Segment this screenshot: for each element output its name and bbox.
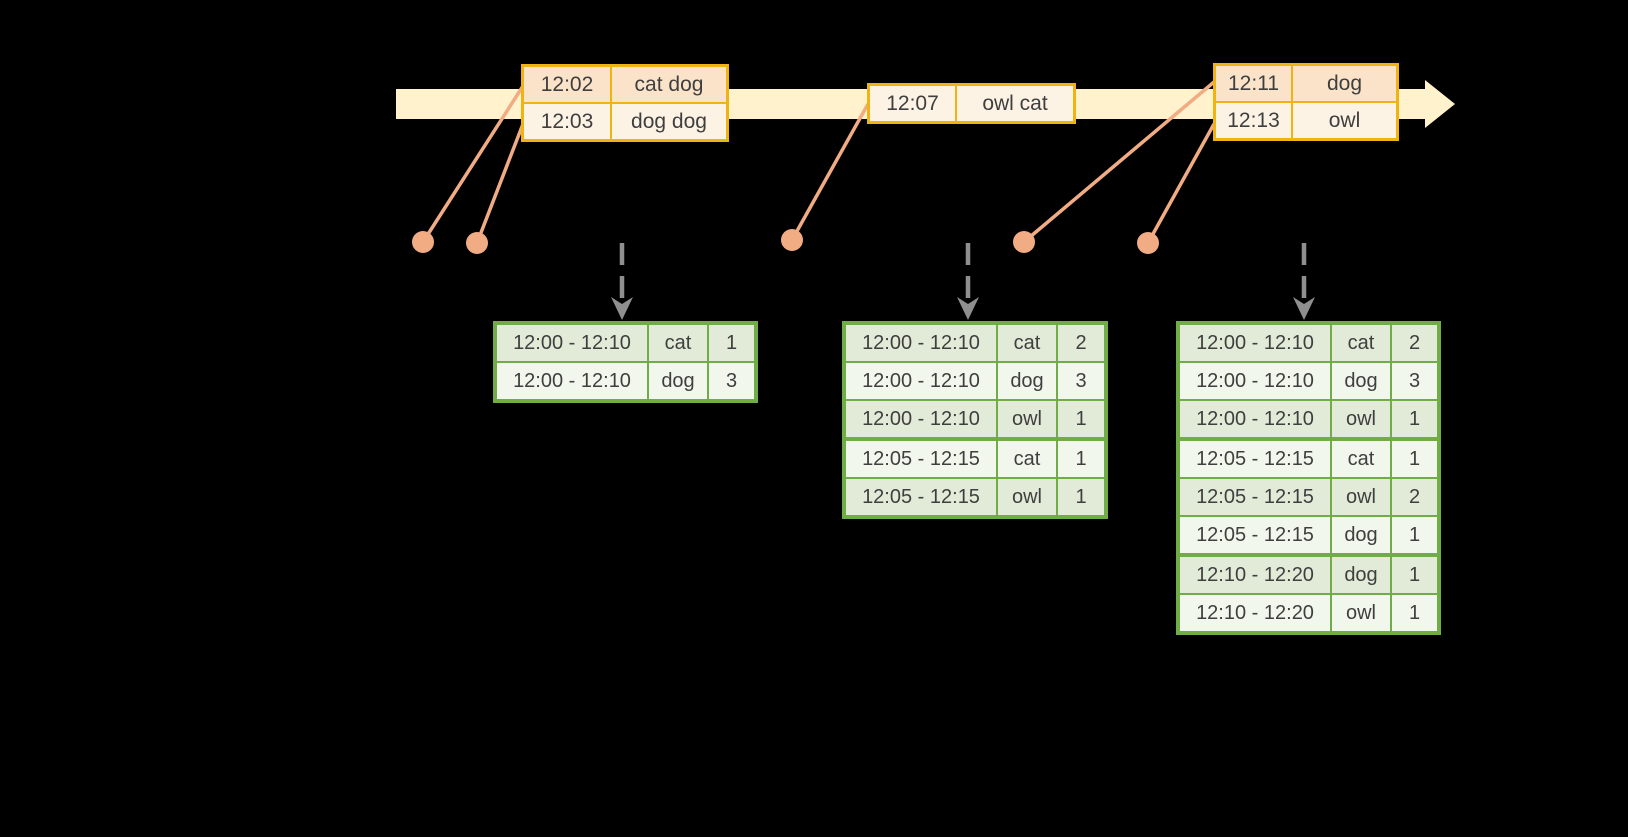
trigger-arrow-head [1293,297,1315,320]
trigger-arrow-head [611,297,633,320]
table-cell: 1 [707,325,754,361]
table-cell: cat dog [610,67,726,102]
event-connector-line [790,103,870,241]
trigger-arrow-head [957,297,979,320]
table-cell: dog [1330,557,1390,593]
table-cell: 1 [1056,441,1104,477]
table-cell: 1 [1390,595,1437,631]
event-time-dot [1137,232,1159,254]
table-cell: 2 [1390,325,1437,361]
table-cell: dog [1291,66,1396,101]
table-cell: dog dog [610,104,726,139]
table-cell: 1 [1056,401,1104,437]
table-cell: 2 [1056,325,1104,361]
table-cell: 3 [1390,363,1437,399]
table-cell: 1 [1056,479,1104,515]
table-cell: 1 [1390,441,1437,477]
table-cell: 12:10 - 12:20 [1180,557,1330,593]
table-cell: cat [1330,441,1390,477]
table-cell: 12:10 - 12:20 [1180,595,1330,631]
event-connector-line [475,123,525,244]
table-cell: 12:00 - 12:10 [846,363,996,399]
table-cell: owl [1291,103,1396,138]
table-cell: 3 [1056,363,1104,399]
table-cell: owl [1330,479,1390,515]
table-cell: 12:02 [524,67,610,102]
table-cell: dog [1330,517,1390,553]
table-cell: 12:00 - 12:10 [497,325,647,361]
event-time-dot [466,232,488,254]
table-cell: 12:05 - 12:15 [846,479,996,515]
table-cell: 12:05 - 12:15 [1180,479,1330,515]
table-cell: 12:00 - 12:10 [1180,363,1330,399]
event-time-dot [412,231,434,253]
table-cell: owl cat [955,86,1073,121]
table-cell: 1 [1390,517,1437,553]
table-cell: 12:07 [870,86,955,121]
event-connector-line [1022,80,1216,244]
table-cell: 12:03 [524,104,610,139]
table-cell: dog [996,363,1056,399]
table-cell: 12:00 - 12:10 [1180,325,1330,361]
table-cell: dog [1330,363,1390,399]
table-cell: 1 [1390,401,1437,437]
table-cell: 2 [1390,479,1437,515]
table-cell: cat [647,325,707,361]
table-cell: 3 [707,363,754,399]
table-cell: dog [647,363,707,399]
table-cell: 12:13 [1216,103,1291,138]
table-cell: owl [1330,595,1390,631]
table-cell: 12:05 - 12:15 [846,441,996,477]
table-cell: cat [996,441,1056,477]
table-cell: 12:00 - 12:10 [846,325,996,361]
table-cell: 12:00 - 12:10 [1180,401,1330,437]
table-cell: 12:05 - 12:15 [1180,517,1330,553]
table-cell: owl [1330,401,1390,437]
event-connector-line [421,85,525,243]
table-cell: 12:05 - 12:15 [1180,441,1330,477]
event-time-dot [1013,231,1035,253]
event-time-dot [781,229,803,251]
table-cell: owl [996,479,1056,515]
table-cell: 12:00 - 12:10 [846,401,996,437]
table-cell: 12:00 - 12:10 [497,363,647,399]
table-cell: 1 [1390,557,1437,593]
table-cell: cat [996,325,1056,361]
event-connector-line [1146,123,1216,244]
table-cell: 12:11 [1216,66,1291,101]
table-cell: owl [996,401,1056,437]
table-cell: cat [1330,325,1390,361]
